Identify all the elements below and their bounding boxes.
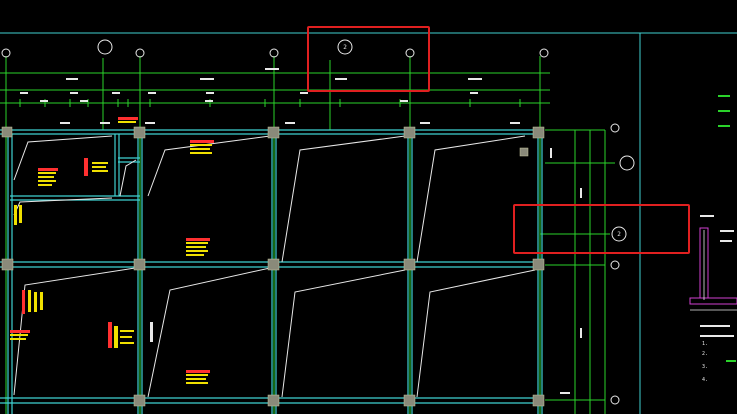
- column: [532, 394, 545, 407]
- annotation-block: [14, 205, 22, 225]
- axis-bubbles-right: [610, 123, 635, 405]
- highlight-box-top-axis: [307, 26, 430, 92]
- annotation-block: [84, 158, 108, 176]
- highlight-box-right-axis: [513, 204, 690, 254]
- column: [532, 258, 545, 271]
- axis-bubble: [610, 395, 620, 405]
- annotation-block: [190, 140, 214, 154]
- beam-lines: [0, 129, 543, 414]
- axis-bubble: [405, 48, 415, 58]
- axis-bubble: [97, 39, 113, 55]
- bubble-label-right: 2: [617, 231, 621, 238]
- columns: [1, 126, 545, 407]
- axis-bubble: [1, 48, 11, 58]
- annotation-block: [10, 330, 30, 340]
- axis-lines: [0, 56, 615, 414]
- column: [133, 126, 146, 139]
- detail-note-2: 2.: [702, 351, 708, 357]
- axis-bubbles-top: [1, 39, 549, 58]
- annotation-block: [118, 117, 138, 123]
- dimension-marks: [20, 68, 582, 394]
- annotation-block: [150, 322, 153, 342]
- detail-note-1: 1.: [702, 341, 708, 347]
- column: [267, 394, 280, 407]
- column: [133, 258, 146, 271]
- annotation-block: [186, 370, 210, 384]
- detail-note-4: 4.: [702, 377, 708, 383]
- axis-bubble: [135, 48, 145, 58]
- dimension-ticks: [19, 99, 521, 107]
- column: [403, 126, 416, 139]
- axis-bubble: [610, 260, 620, 270]
- axis-bubble: [539, 48, 549, 58]
- column: [1, 126, 13, 138]
- annotation-block: [22, 290, 43, 314]
- column: [532, 126, 545, 139]
- column: [267, 126, 280, 139]
- annotation-block: [38, 168, 58, 186]
- axis-bubble: [610, 123, 620, 133]
- column: [403, 258, 416, 271]
- annotation-blocks: [10, 117, 214, 384]
- axis-bubble: [611, 226, 627, 242]
- annotation-block: [108, 322, 134, 348]
- section-detail-panel: [689, 95, 737, 362]
- column: [1, 258, 14, 271]
- axis-bubble: [269, 48, 279, 58]
- bubble-label-top: 2: [343, 44, 347, 51]
- column: [133, 394, 146, 407]
- column: [519, 147, 529, 157]
- column: [267, 258, 280, 271]
- axis-bubble: [619, 155, 635, 171]
- axis-bubble: [337, 39, 353, 55]
- annotation-block: [186, 238, 210, 256]
- detail-note-3: 3.: [702, 364, 708, 370]
- slab-lines: [13, 135, 536, 398]
- border-lines: [0, 32, 737, 414]
- column: [403, 394, 416, 407]
